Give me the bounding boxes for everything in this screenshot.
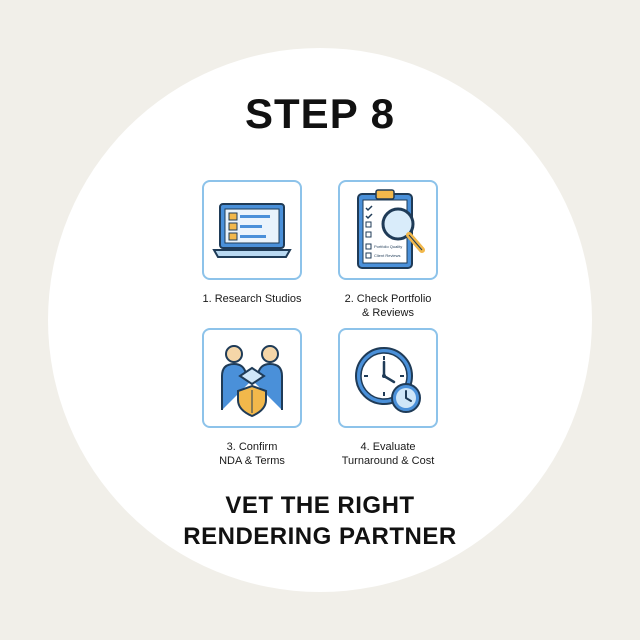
step-3-tile	[202, 328, 302, 428]
footer-heading: VET THE RIGHT RENDERING PARTNER	[0, 490, 640, 552]
step-1-caption: 1. Research Studios	[167, 292, 337, 306]
page-title: STEP 8	[245, 90, 395, 137]
background-circle	[48, 48, 592, 592]
step-3-label-line-1: 3. Confirm	[226, 441, 278, 453]
step-1-label: 1. Research Studios	[202, 293, 302, 305]
step-4-label-line-2: Turnaround & Cost	[341, 455, 435, 467]
laptop-icon	[212, 203, 292, 258]
step-3-caption: 3. Confirm NDA & Terms	[167, 440, 337, 468]
client-reviews-text: Client Reviews	[374, 253, 400, 258]
clipboard-magnifier-icon: Portfolio Quality Client Reviews	[357, 189, 425, 269]
step-2-label-line-1: 2. Check Portfolio	[344, 293, 432, 305]
step-2-caption: 2. Check Portfolio & Reviews	[303, 292, 473, 320]
step-1-tile	[202, 180, 302, 280]
handshake-shield-icon	[221, 345, 283, 418]
step-2-tile: Portfolio Quality Client Reviews	[338, 180, 438, 280]
step-4-label-line-1: 4. Evaluate	[360, 441, 416, 453]
step-4-caption: 4. Evaluate Turnaround & Cost	[303, 440, 473, 468]
footer-line-2: RENDERING PARTNER	[183, 523, 457, 550]
step-2-label-line-2: & Reviews	[362, 307, 414, 319]
clock-icon	[355, 347, 421, 413]
step-3-label-line-2: NDA & Terms	[219, 455, 285, 467]
portfolio-quality-text: Portfolio Quality	[374, 244, 402, 249]
footer-line-1: VET THE RIGHT	[225, 492, 415, 519]
step-4-tile	[338, 328, 438, 428]
